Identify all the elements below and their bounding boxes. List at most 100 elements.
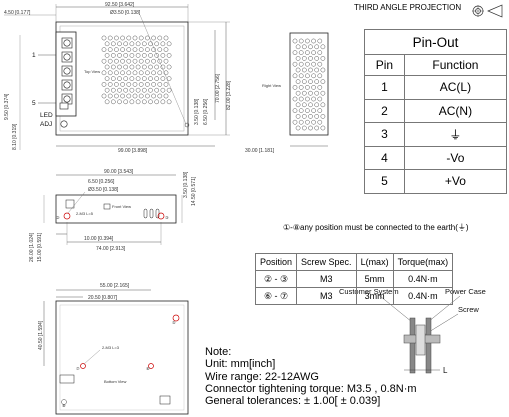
dim-height-70: 70.00 [2.756] (215, 73, 221, 103)
vent-hole (141, 87, 147, 93)
vent-hole (298, 61, 304, 67)
pos-3-label: ③ (165, 215, 169, 220)
cell-position: ② - ③ (254, 270, 298, 288)
pin-function-earth-icon: ⏚ (403, 122, 508, 147)
vent-hole (295, 79, 301, 84)
vent-hole (148, 87, 153, 93)
vent-hole (163, 47, 169, 52)
vent-hole (114, 47, 119, 52)
dim-front-650: 6.50 [0.256] (88, 179, 115, 185)
vent-hole (154, 64, 160, 70)
vent-hole (135, 99, 141, 105)
pin-number: 3 (364, 122, 405, 147)
vent-hole (145, 58, 150, 64)
vent-hole (101, 93, 107, 99)
vent-hole (114, 58, 119, 64)
l-label: L (443, 366, 448, 375)
pin-function: +Vo (403, 169, 508, 194)
vent-hole (163, 35, 169, 41)
vent-hole (135, 41, 141, 47)
vent-hole (107, 82, 113, 87)
vent-hole (166, 99, 172, 105)
vent-hole (157, 35, 163, 41)
dim-overall-length: 92.50 [3.642] (105, 2, 135, 8)
vent-hole (110, 99, 116, 105)
terminal-screw-head (63, 81, 71, 89)
top-view: Top View 92.50 [3.642] Ø3.50 [0.138] 4.5… (4, 2, 232, 154)
vent-hole (292, 61, 298, 67)
vent-hole (114, 70, 119, 76)
front-view-outline (55, 194, 177, 224)
vent-hole (163, 93, 169, 99)
vent-hole (132, 47, 138, 52)
vent-hole (311, 73, 316, 79)
screw-hole-2-icon (63, 212, 71, 220)
vent-hole (141, 76, 147, 81)
vent-hole (138, 47, 144, 52)
vent-hole (148, 99, 153, 105)
vent-hole (320, 56, 326, 61)
dim-90: 90.00 [3.543] (104, 169, 134, 175)
pos-2-label: ② (56, 215, 60, 220)
vent-hole (138, 70, 144, 76)
vent-hole (320, 79, 326, 84)
vent-hole (308, 56, 313, 61)
vent-hole (145, 70, 150, 76)
vent-hole (292, 73, 298, 79)
pinout-title: Pin-Out (364, 29, 507, 55)
front-screw-spec: 2-M3 L=5 (76, 211, 94, 216)
note-line: Wire range: 22-12AWG (205, 370, 319, 383)
cell-torque: 0.4N·m (392, 270, 454, 288)
vent-hole (320, 67, 326, 73)
table-row: ⑥ - ⑦ M3 3mm 0.4N·m (254, 287, 454, 305)
vent-hole (151, 82, 156, 87)
vent-hole (123, 99, 129, 105)
vent-hole (117, 41, 122, 47)
note-line: Connector tightening torque: M3.5 , 0.8N… (205, 382, 417, 395)
vent-hole (154, 87, 160, 93)
mount-hole-icon (184, 122, 190, 128)
vent-hole (308, 125, 313, 131)
third-angle-projection-label: THIRD ANGLE PROJECTION (354, 3, 462, 12)
dim-26: 26.00 [1.024] (29, 232, 35, 262)
dim-30: 30.00 [1.181] (245, 148, 275, 154)
vent-hole (320, 114, 326, 119)
col-screw-spec: Screw Spec. (296, 253, 357, 271)
vent-hole (120, 82, 125, 87)
vent-hole (104, 99, 110, 105)
vent-hole (163, 58, 169, 64)
vent-hole (301, 125, 307, 131)
note-heading: Note: (205, 346, 232, 358)
vent-hole (298, 73, 304, 79)
vent-hole (132, 70, 138, 76)
pin5-marker: 5 (32, 100, 36, 107)
vent-hole (123, 64, 129, 70)
vent-hole (166, 64, 172, 70)
vent-hole (160, 53, 166, 58)
vent-hole (298, 108, 304, 113)
vent-hole (166, 41, 172, 47)
vent-hole (301, 102, 307, 108)
vent-hole (305, 73, 310, 79)
vent-hole (308, 67, 313, 73)
vent-hole (123, 76, 129, 81)
pos-5-label: ⑤ (172, 320, 176, 325)
vent-hole (311, 61, 316, 67)
screw-hole-5-icon (172, 314, 180, 322)
table-row: ② - ③ M3 5mm 0.4N·m (254, 270, 454, 288)
vent-hole (110, 64, 116, 70)
pinout-col-pin: Pin (364, 54, 405, 76)
vent-hole (160, 87, 166, 93)
vent-hole (305, 50, 310, 55)
vent-hole (110, 41, 116, 47)
dim-2050: 20.50 [0.807] (88, 295, 118, 301)
col-position: Position (254, 253, 298, 271)
vent-hole (295, 125, 301, 131)
vent-hole (305, 61, 310, 67)
table-row: 3 ⏚ (364, 122, 508, 147)
vent-hole (295, 102, 301, 108)
vent-hole (151, 70, 156, 76)
note-line: General tolerances: ± 1.00[ ± 0.039] (205, 395, 381, 408)
dim-4050: 40.50 [1.594] (38, 320, 44, 350)
